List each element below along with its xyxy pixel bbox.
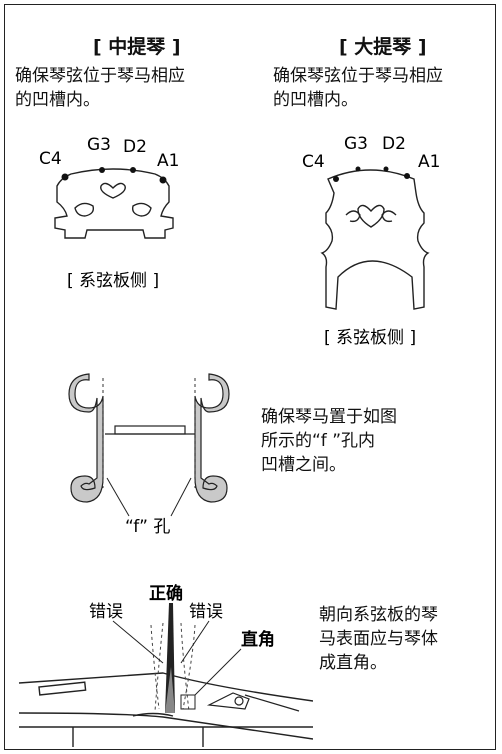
cello-bridge-diagram: C4 G3 D2 A1 [ 系弦板侧 ]	[302, 134, 440, 348]
viola-string-label-d2: D2	[123, 137, 147, 157]
arrow-markers	[112, 620, 210, 664]
fhole-bridge	[105, 425, 195, 435]
cello-bridge	[320, 169, 430, 310]
viola-string-label-g3: G3	[87, 135, 111, 155]
viola-desc-line2: 的凹槽内。	[15, 90, 100, 110]
wrong-left-label: 错误	[89, 602, 123, 622]
bridge-angle-diagram: 正确 错误 错误 直角	[18, 583, 313, 747]
bridge-correct	[165, 603, 175, 713]
instruction-panel: [ 中提琴 ] 确保琴弦位于琴马相应 的凹槽内。 C4 G3 D2 A1 [ 系…	[4, 4, 496, 750]
angle-note-line1: 朝向系弦板的琴	[319, 605, 438, 625]
fhole-right	[194, 373, 230, 503]
fhole-left	[68, 373, 104, 503]
angle-note-line3: 成直角。	[319, 653, 387, 673]
cello-string-dots	[333, 166, 410, 182]
cello-string-label-g3: G3	[344, 134, 368, 154]
cello-side-label: [ 系弦板侧 ]	[324, 328, 416, 348]
fhole-note-line3: 凹槽之间。	[261, 455, 346, 475]
wrong-right-label: 错误	[189, 602, 223, 622]
viola-string-label-c4: C4	[39, 149, 62, 169]
cello-desc-line1: 确保琴弦位于琴马相应	[273, 66, 443, 86]
tailpiece	[206, 692, 300, 712]
cello-string-label-a1: A1	[418, 152, 440, 172]
viola-side-label: [ 系弦板侧 ]	[67, 271, 159, 290]
viola-desc-line1: 确保琴弦位于琴马相应	[15, 66, 185, 86]
cello-desc-line2: 的凹槽内。	[273, 90, 358, 110]
viola-bridge	[54, 168, 174, 239]
viola-string-label-a1: A1	[157, 151, 179, 171]
right-angle-label: 直角	[241, 629, 275, 650]
cello-string-label-d2: D2	[382, 134, 406, 154]
fhole-note-line2: 所示的“f ”孔内	[261, 431, 376, 451]
cello-string-label-c4: C4	[302, 152, 325, 172]
angle-note-line2: 马表面应与琴体	[319, 629, 438, 649]
right-angle-marker	[180, 648, 242, 710]
viola-string-dots	[61, 167, 167, 184]
fhole-guide-lines	[102, 378, 196, 488]
fhole-note-line1: 确保琴马置于如图	[261, 407, 397, 427]
bridge-wrong-positions	[150, 622, 196, 712]
cello-title: [ 大提琴 ]	[339, 36, 427, 58]
correct-label: 正确	[149, 583, 183, 604]
viola-title: [ 中提琴 ]	[93, 36, 181, 58]
fhole-label: “f” 孔	[125, 517, 170, 537]
fhole-diagram: “f” 孔	[68, 373, 230, 537]
fhole-pointer-lines	[106, 477, 192, 517]
viola-bridge-diagram: C4 G3 D2 A1 [ 系弦板侧 ]	[39, 135, 179, 290]
